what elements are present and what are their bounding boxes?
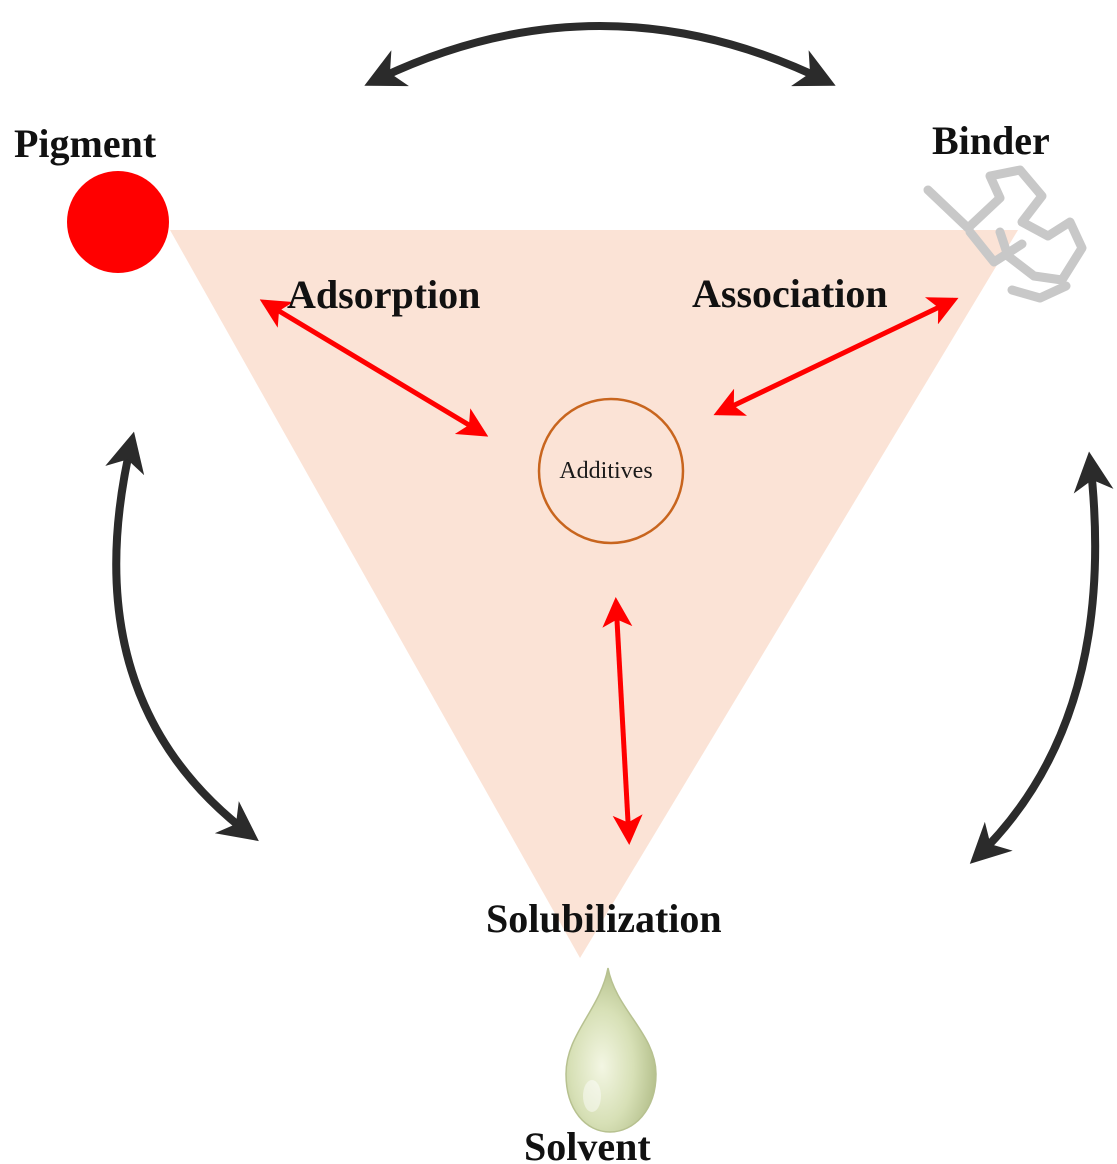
solvent-label: Solvent xyxy=(524,1124,651,1164)
adsorption-arrow xyxy=(259,299,489,437)
cycle-arrow-top xyxy=(364,22,836,87)
additives-label: Additives xyxy=(559,458,652,484)
cycle-arrow-right xyxy=(969,451,1114,864)
binder-molecule-icon xyxy=(923,165,1087,303)
solvent-drop-icon xyxy=(565,967,657,1133)
association-arrow xyxy=(713,297,959,416)
association-label: Association xyxy=(692,271,888,316)
cycle-arrow-left xyxy=(105,431,259,842)
additives-circle xyxy=(537,397,685,545)
solubilization-arrow xyxy=(602,597,643,845)
pigment-dot xyxy=(67,171,169,273)
binder-label: Binder xyxy=(932,118,1050,163)
solubilization-label: Solubilization xyxy=(486,896,722,941)
solvent-drop-highlight xyxy=(583,1080,601,1112)
adsorption-label: Adsorption xyxy=(287,272,480,317)
pigment-label: Pigment xyxy=(14,121,157,166)
interaction-triangle xyxy=(170,230,1018,958)
